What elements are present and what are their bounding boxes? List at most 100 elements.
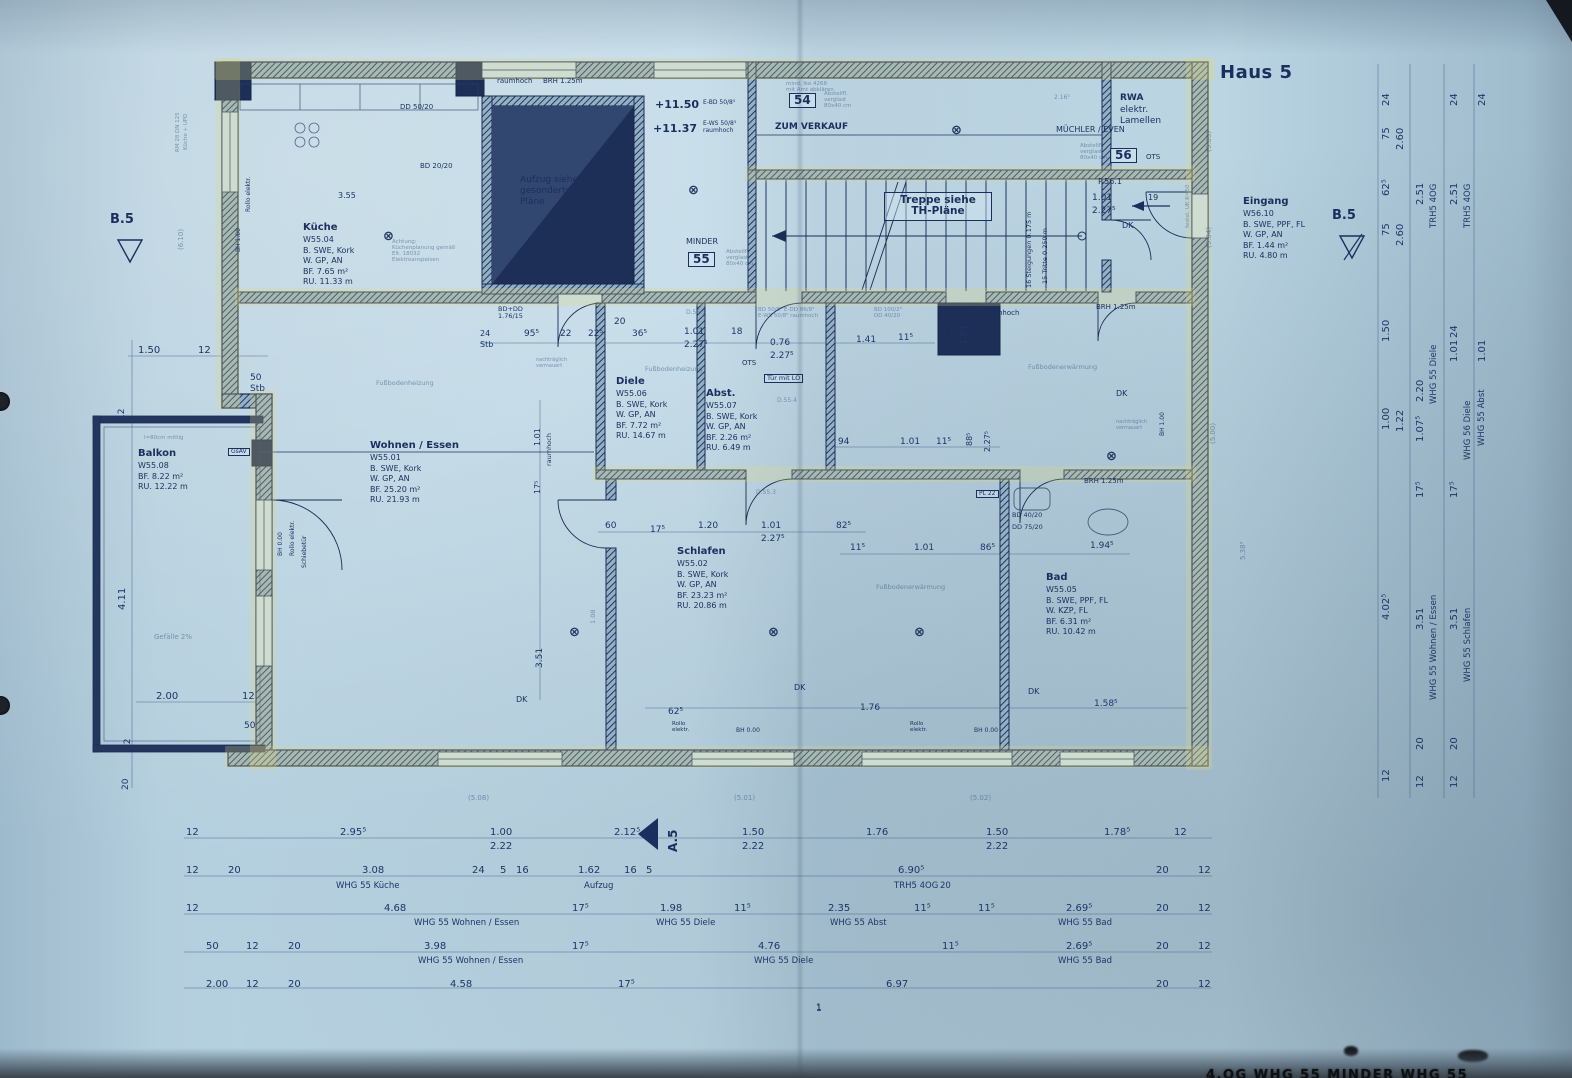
room-attribute-line: W. KZP, FL [1046, 606, 1088, 615]
dimension-label: TRH5 4OG [1429, 183, 1439, 228]
dimension-label: 1.01 [959, 324, 969, 345]
dimension-label: 6.90⁵ [898, 865, 925, 876]
annotation: OTS [742, 359, 757, 367]
annotation: 80x40 cm [824, 103, 852, 109]
dimension-label: 11⁵ [978, 903, 995, 914]
annotation: verglast [1080, 149, 1103, 155]
annotation: Fußbodenheizung [376, 379, 434, 387]
dimension-label: 1.01 [684, 327, 705, 337]
annotation: 55 [688, 252, 715, 267]
wc [1013, 487, 1051, 511]
dimension-label: 20 [288, 979, 301, 990]
annotation: (5.01) [734, 794, 756, 802]
dimension-label: WHG 55 Diele [754, 956, 814, 966]
electrical-symbol: ⊗ [383, 229, 394, 244]
annotation: Küche + UPD [183, 113, 189, 150]
room-attribute-line: RU. 20.86 m [677, 601, 727, 610]
electrical-symbol: ⊗ [768, 625, 779, 640]
dimension-label: 75 [1381, 127, 1392, 140]
annotation: PL 22 [976, 490, 999, 499]
dimension-label: WHG 55 Abst [1477, 389, 1487, 446]
section-marker-a5: A.5 [666, 829, 680, 852]
dimension-label: 2.35 [828, 903, 851, 914]
dimension-label: 3.51 [1415, 607, 1426, 630]
washbasin [1087, 508, 1129, 536]
dimension-label: 1.01 [914, 543, 935, 553]
room-attribute-line: B. SWE, PPF, FL [1046, 595, 1109, 605]
annotation: BH 1.00 [235, 228, 242, 252]
dimension-label: 24 [1449, 93, 1460, 106]
dimension-label: 11⁵ [936, 437, 952, 447]
dimension-label: 50 [244, 721, 256, 731]
annotation: Abstellfl. [1080, 143, 1104, 149]
dimension-label: 16 [516, 865, 529, 876]
hole-punch [0, 392, 10, 411]
dimension-label: 5 [500, 865, 507, 876]
dimension-label: 11⁵ [898, 333, 914, 343]
stair-direction-arrow [772, 230, 786, 242]
dimension-label: 2.27⁵ [983, 430, 992, 452]
dimension-label: 24 [1449, 325, 1460, 338]
annotation: (6.10) [177, 228, 185, 250]
sheet-title: Haus 5 [1220, 62, 1293, 83]
annotation: elektr. [910, 727, 928, 733]
dimension-label: WHG 55 Wohnen / Essen [418, 956, 524, 966]
annotation: DK [1028, 687, 1040, 696]
dimension-label: 2.69⁵ [1066, 941, 1093, 952]
annotation: Aufzug siehe [520, 175, 578, 185]
dimension-label: 12 [246, 979, 259, 990]
dimension-label: 60 [605, 521, 617, 531]
room-name: Schlafen [677, 546, 726, 557]
dimension-label: 1.62 [578, 865, 601, 876]
dimension-label: TRH5 4OG [1463, 183, 1473, 228]
annotation: BRH 1.25m [1084, 477, 1124, 485]
dimension-label: 75 [1381, 223, 1392, 236]
balcony-parapet [92, 415, 266, 753]
dimension-label: 1.20 [698, 521, 719, 531]
dimension-label: 24 [1381, 93, 1392, 106]
annotation: Rollo elektr. [289, 520, 296, 556]
dimension-label: 16 [624, 865, 637, 876]
annotation: 1.01 [1092, 193, 1113, 203]
annotation: Abstellfl. [726, 249, 750, 255]
annotation: raumhoch [984, 309, 1020, 317]
annotation: Schiebetür [301, 535, 308, 568]
annotation: GsAV [228, 448, 250, 457]
dimension-label: 88⁵ [965, 432, 974, 446]
annotation: 15 Tritte 0.250 m [1041, 228, 1049, 284]
dimension-label: 20 [1156, 941, 1169, 952]
dimension-label: 20 [121, 778, 131, 790]
dimension-label: 17⁵ [1415, 481, 1426, 498]
dimension-label: 2.22 [986, 841, 1009, 852]
dimension-label: 12 [242, 691, 255, 702]
dimension-label: 82⁵ [836, 521, 852, 531]
annotation: Fußbodenheizung [645, 365, 703, 373]
annotation: BD 20/20 [420, 162, 453, 170]
dimension-label: 2.27⁵ [770, 351, 794, 361]
annotation: Abstellfl. [824, 91, 848, 97]
section-marker-b5-left-triangle [116, 239, 144, 264]
annotation: RM 28 DN 125 [175, 112, 181, 152]
dimension-label: 2.69⁵ [1066, 903, 1093, 914]
annotation: verglast [824, 97, 847, 103]
room-name: Abst. [706, 388, 736, 399]
annotation: BH 0.00 [277, 532, 284, 556]
annotation: festst. UK K=50 [1185, 184, 1191, 228]
annotation: nachträglich [536, 357, 568, 363]
room-name: Eingang [1243, 196, 1289, 207]
annotation: verglast [726, 255, 749, 261]
entrance-arrow [1132, 201, 1170, 211]
annotation: MÜCHLER / EVEN [1056, 125, 1125, 134]
dimension-label: 12 [186, 827, 199, 838]
room-attribute-line: RU. 12.22 m [138, 482, 188, 491]
dimension-label: 12 [123, 738, 133, 750]
dimension-label: 0.76 [770, 338, 791, 348]
annotation: BRH 1.25m [1096, 303, 1136, 311]
dimension-label: 4.76 [758, 941, 781, 952]
room-attribute-line: W55.01 [370, 453, 401, 462]
dimension-label: 2.20 [1415, 379, 1426, 402]
annotation: (5.04) [1205, 226, 1213, 248]
dimension-label: 1.50 [986, 827, 1009, 838]
